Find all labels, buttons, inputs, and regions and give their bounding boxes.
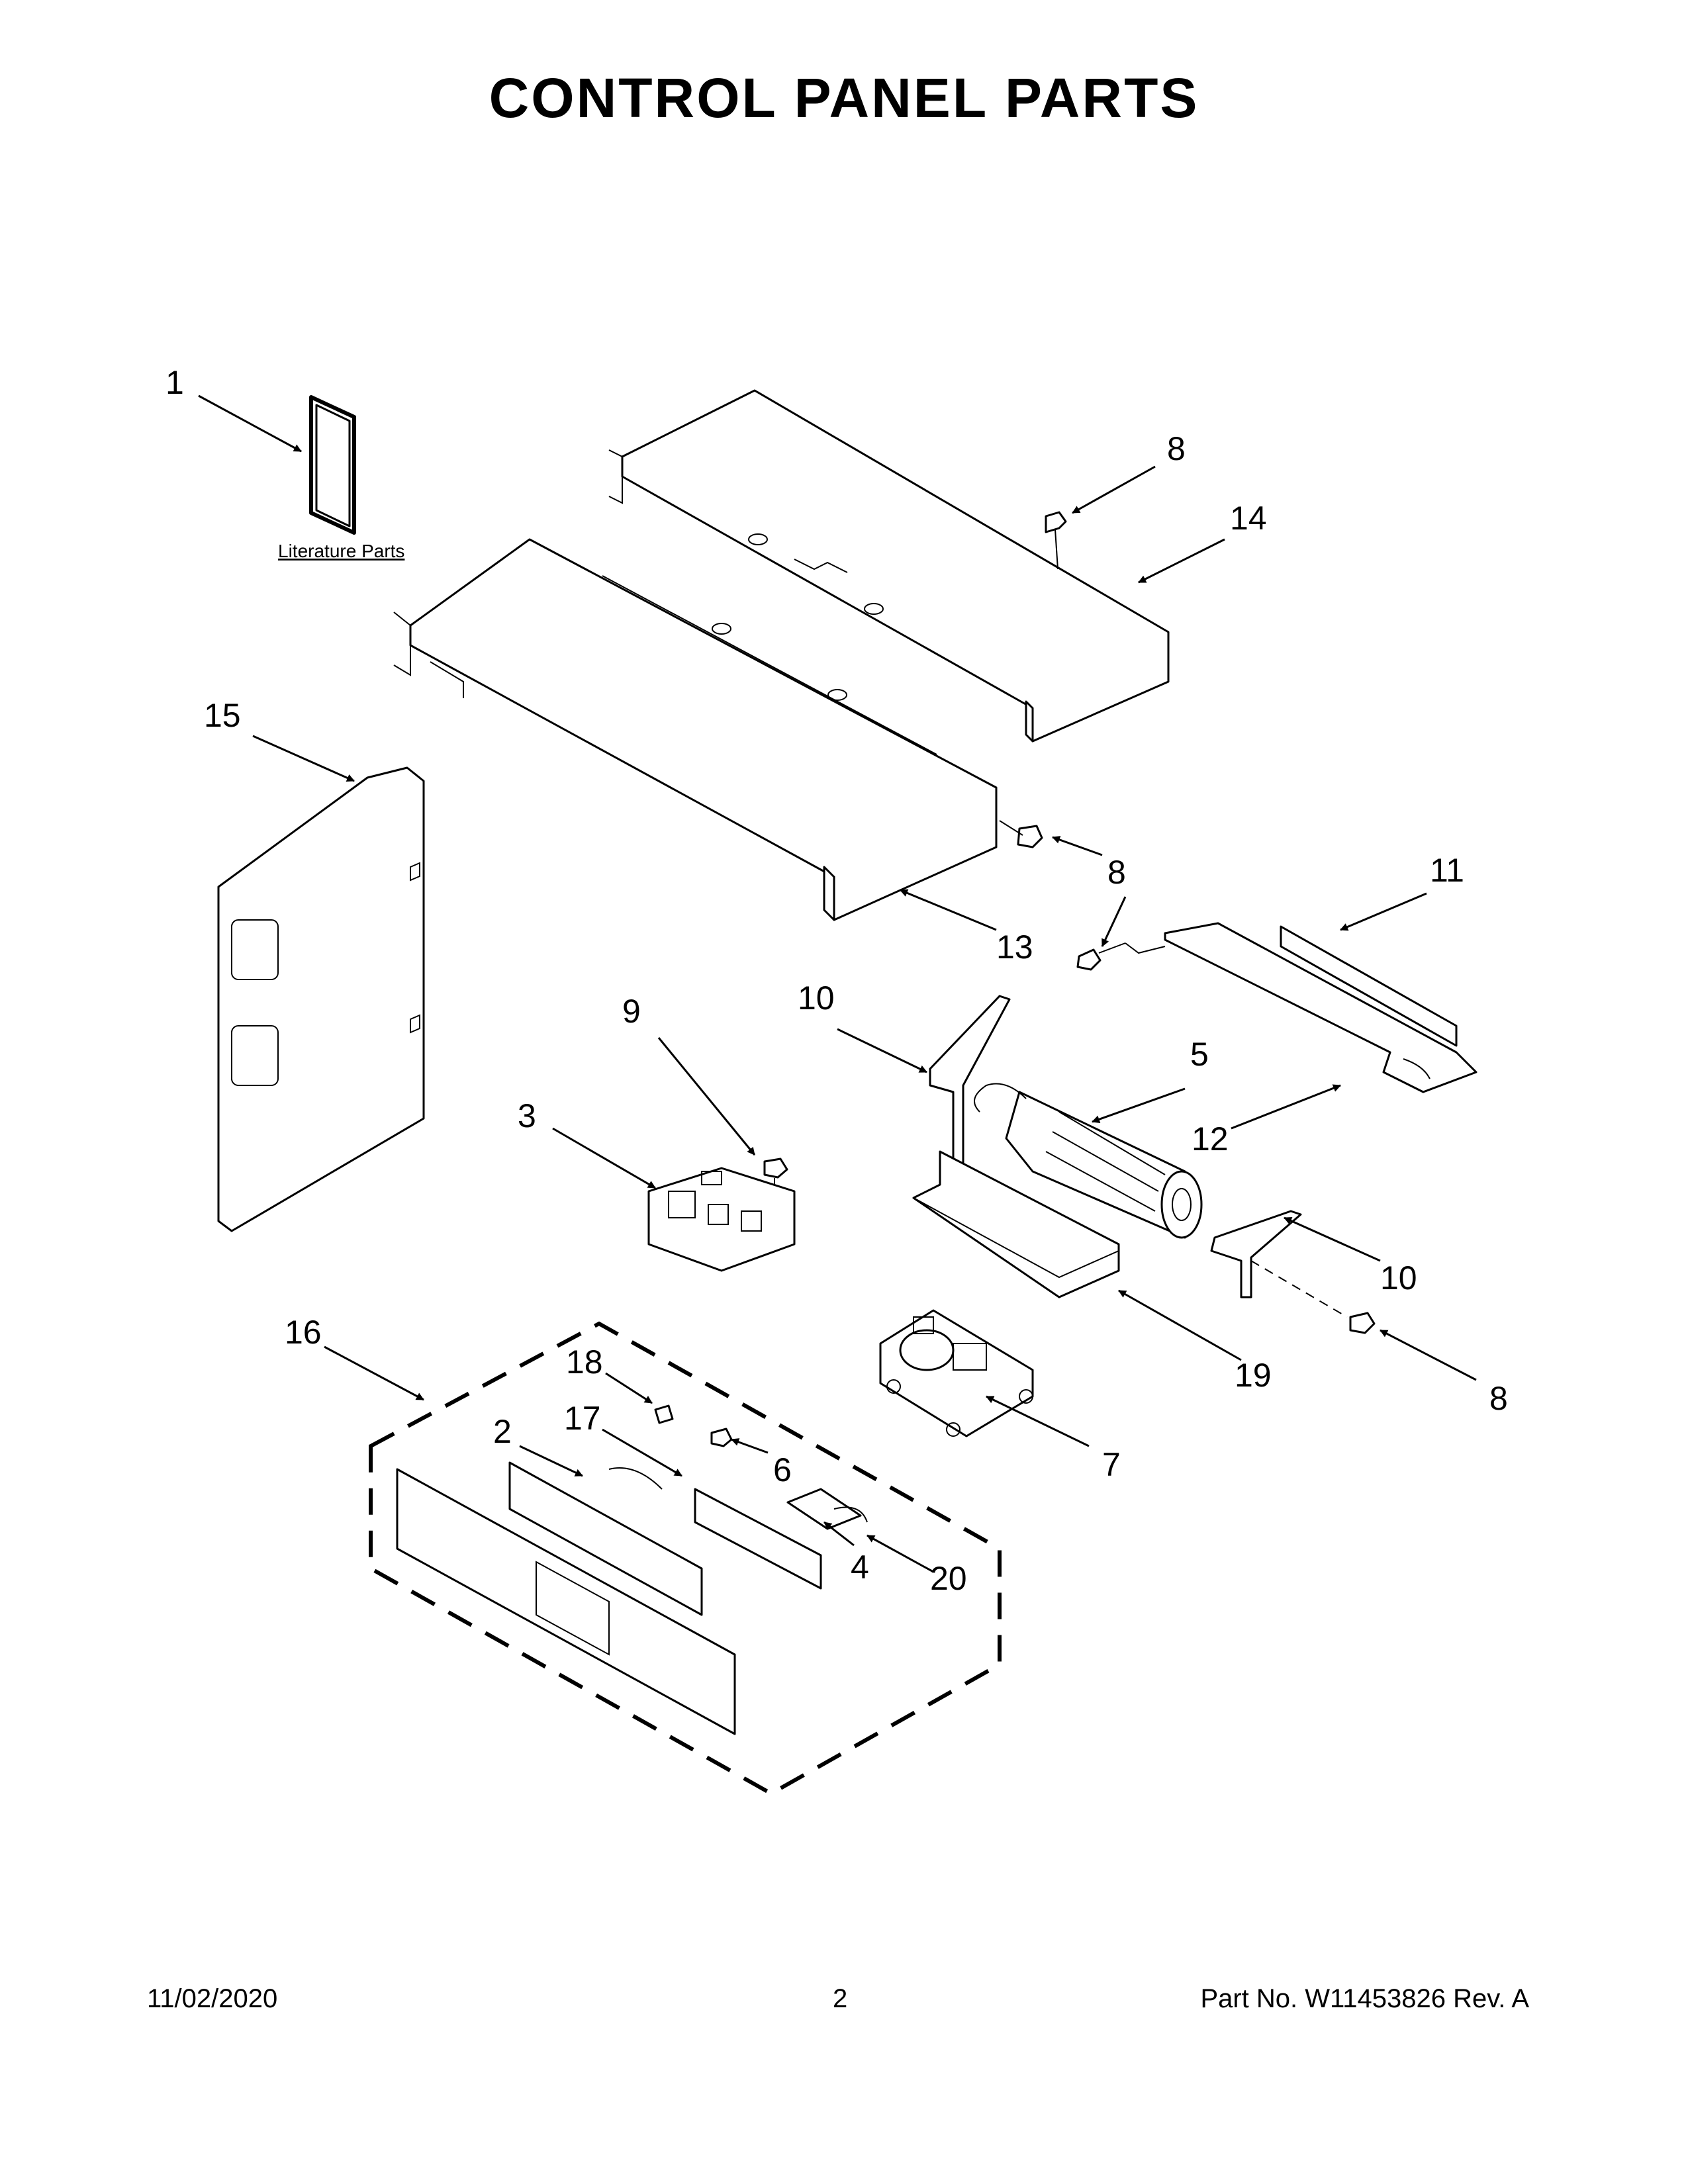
callout-5: 5 — [1190, 1036, 1209, 1073]
callout-8-top: 8 — [1167, 430, 1186, 467]
footer-page-number: 2 — [833, 1984, 848, 2013]
callout-7: 7 — [1102, 1446, 1121, 1483]
callout-15: 15 — [204, 697, 241, 734]
literature-parts-label: Literature Parts — [278, 541, 404, 561]
callout-4: 4 — [851, 1549, 869, 1586]
callout-2: 2 — [493, 1413, 512, 1450]
page-title: CONTROL PANEL PARTS — [489, 67, 1199, 129]
callout-17: 17 — [564, 1400, 601, 1437]
motor-bracket-part-10-right — [1210, 1210, 1302, 1298]
screw-part-6 — [710, 1428, 733, 1447]
control-board-part-3 — [647, 1167, 796, 1272]
callout-10-right: 10 — [1380, 1259, 1417, 1297]
console-assembly-part-16 — [369, 1321, 1002, 1796]
power-board-part-7 — [879, 1309, 1034, 1437]
bracket-part-12 — [1125, 922, 1477, 1093]
duct-plate-part-19 — [912, 1150, 1120, 1298]
footer-part-number: Part No. W11453826 Rev. A — [1200, 1984, 1529, 2013]
footer-date: 11/02/2020 — [147, 1984, 278, 2013]
bracket-strip-part-11 — [1280, 925, 1458, 1047]
screw-part-8-bracket — [1076, 942, 1126, 971]
callout-9: 9 — [622, 993, 641, 1030]
callout-1: 1 — [165, 364, 184, 401]
motor-bracket-part-10-left — [929, 995, 1011, 1166]
screw-part-8-lower — [1250, 1260, 1376, 1334]
upper-cover-part — [608, 389, 1170, 743]
callout-19: 19 — [1235, 1357, 1272, 1394]
blower-fan-part-5 — [974, 1083, 1203, 1239]
callout-20: 20 — [930, 1560, 967, 1597]
small-clip-part-18 — [654, 1404, 674, 1424]
screw-part-8-top — [1045, 511, 1067, 570]
callout-3: 3 — [518, 1097, 536, 1134]
callout-16: 16 — [285, 1314, 322, 1351]
back-panel-part — [217, 766, 425, 1232]
lower-cover-part — [393, 538, 998, 921]
callout-labels: 1 8 14 15 8 13 11 9 10 5 12 3 10 19 8 16… — [165, 364, 1508, 1597]
callout-18: 18 — [566, 1343, 603, 1381]
callout-14: 14 — [1230, 500, 1267, 537]
callout-6: 6 — [773, 1451, 792, 1488]
callout-8-middle: 8 — [1107, 854, 1126, 891]
callout-11: 11 — [1430, 852, 1464, 889]
screw-part-8-middle — [999, 820, 1043, 848]
leader-lines — [198, 394, 1477, 1573]
callout-8-lower: 8 — [1489, 1380, 1508, 1417]
callout-13: 13 — [996, 929, 1033, 966]
literature-booklet: Literature Parts — [278, 395, 404, 561]
callout-10-left: 10 — [798, 979, 835, 1017]
callout-12: 12 — [1192, 1120, 1229, 1158]
